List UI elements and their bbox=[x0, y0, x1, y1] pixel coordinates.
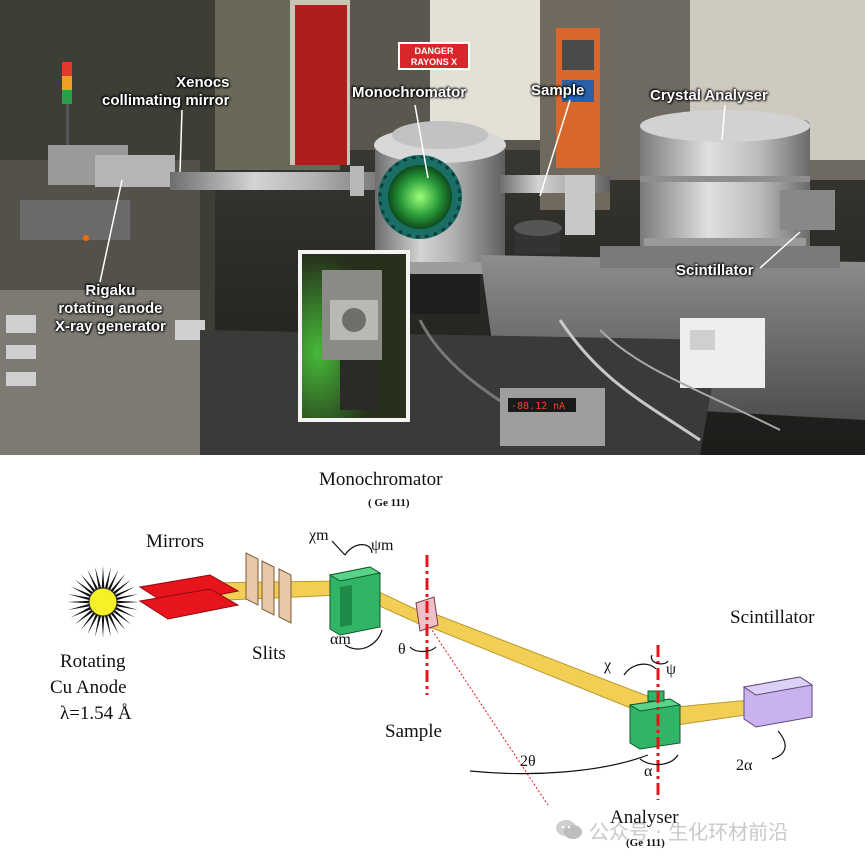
label-wavelength: λ=1.54 Å bbox=[60, 703, 132, 724]
source-ray bbox=[107, 569, 119, 590]
leader-line bbox=[99, 179, 123, 283]
slit-1 bbox=[245, 552, 259, 606]
label-mirrors: Mirrors bbox=[146, 531, 205, 552]
source-ray bbox=[116, 600, 139, 604]
label-sample: Sample bbox=[385, 721, 442, 742]
source-ray bbox=[80, 612, 96, 631]
label-analyser: Analyser bbox=[610, 807, 679, 828]
source-ray bbox=[115, 606, 136, 618]
source-ray bbox=[116, 603, 139, 610]
slit-3 bbox=[278, 568, 292, 624]
schematic-drawing bbox=[67, 540, 814, 806]
rotation-arrow-psi bbox=[650, 654, 669, 665]
source-ray bbox=[107, 614, 119, 635]
sample-plate bbox=[415, 596, 439, 632]
symbol-chi: χ bbox=[604, 657, 612, 674]
label-cu-anode: Cu Anode bbox=[50, 677, 127, 698]
rotation-arrow-chi-m bbox=[331, 540, 346, 556]
source-ray bbox=[95, 566, 102, 589]
source-ray bbox=[80, 573, 96, 592]
label-rotating: Rotating bbox=[60, 651, 126, 672]
scintillator-detector bbox=[742, 676, 814, 728]
label-monochromator-photo: Monochromator bbox=[352, 84, 467, 101]
source-ray bbox=[67, 600, 90, 604]
schematic-diagram: Monochromator ( Ge 111) Mirrors Slits Ro… bbox=[0, 455, 865, 863]
source-ray bbox=[70, 586, 91, 598]
symbol-alpha-m: αm bbox=[330, 631, 351, 648]
source-ray bbox=[104, 566, 111, 589]
symbol-psi-m: ψm bbox=[371, 537, 394, 554]
rotation-arrow-alpha-m bbox=[344, 629, 383, 650]
source-ray bbox=[115, 586, 136, 598]
source-ray bbox=[113, 609, 132, 625]
label-scintillator-photo: Scintillator bbox=[676, 262, 754, 279]
wechat-icon bbox=[556, 820, 582, 839]
incident-extension bbox=[429, 626, 549, 806]
rotation-arrow-psi-m bbox=[344, 544, 373, 556]
watermark: 公众号 · 生化环材前沿 bbox=[555, 815, 788, 845]
label-sample-photo: Sample bbox=[531, 82, 585, 99]
source-ray bbox=[87, 569, 99, 590]
symbol-chi-m: χm bbox=[309, 527, 329, 544]
leader-line bbox=[539, 99, 571, 197]
label-slits: Slits bbox=[252, 643, 286, 664]
rotation-arrow-theta bbox=[409, 646, 437, 653]
symbol-2alpha: 2α bbox=[736, 757, 753, 774]
beam-sample-to-analyser bbox=[429, 612, 651, 716]
label-rigaku-generator: Rigaku rotating anode X-ray generator bbox=[55, 282, 166, 335]
source-ray bbox=[74, 609, 93, 625]
label-monochromator: Monochromator bbox=[319, 469, 443, 490]
source-ray bbox=[110, 573, 126, 592]
instrument-photo-drawing: -88.12 nA bbox=[0, 0, 865, 455]
source-ray bbox=[67, 594, 90, 601]
rotation-arrow-alpha bbox=[639, 754, 679, 766]
leader-line bbox=[759, 231, 801, 269]
source-core bbox=[88, 587, 118, 617]
source-ray bbox=[110, 612, 126, 631]
source-ray bbox=[101, 615, 105, 638]
meter-display: -88.12 nA bbox=[511, 401, 565, 412]
rotation-arrow-2alpha bbox=[771, 730, 786, 760]
instrument-photo: -88.12 nA DANGER RAYONS X Xenocs collima… bbox=[0, 0, 865, 455]
watermark-text: 公众号 · 生化环材前沿 bbox=[589, 819, 789, 844]
label-monochromator-crystal: ( Ge 111) bbox=[368, 497, 410, 509]
source-ray bbox=[70, 606, 91, 618]
leader-line bbox=[179, 109, 183, 173]
source-ray bbox=[95, 615, 102, 638]
analyser-crystal bbox=[628, 690, 682, 750]
source-ray bbox=[101, 566, 105, 589]
leader-line bbox=[721, 104, 726, 141]
source-ray bbox=[87, 614, 99, 635]
symbol-alpha: α bbox=[644, 763, 653, 780]
symbol-psi: ψ bbox=[666, 661, 677, 678]
xray-source-icon bbox=[67, 566, 139, 638]
source-ray bbox=[113, 579, 132, 595]
leader-line bbox=[414, 104, 429, 179]
source-ray bbox=[104, 615, 111, 638]
source-ray bbox=[67, 603, 90, 610]
rotation-arrow-2theta bbox=[469, 754, 649, 775]
slit-2 bbox=[261, 560, 275, 616]
rotation-arrow-chi bbox=[623, 663, 657, 676]
symbol-2theta: 2θ bbox=[520, 753, 536, 770]
label-analyser-crystal: (Ge 111) bbox=[626, 837, 665, 849]
source-ray bbox=[74, 579, 93, 595]
mirror-lower bbox=[138, 588, 240, 620]
source-ray bbox=[116, 594, 139, 601]
danger-sign: DANGER RAYONS X bbox=[398, 42, 470, 70]
symbol-theta: θ bbox=[398, 641, 406, 658]
monochromator-crystal bbox=[328, 566, 382, 636]
label-scintillator: Scintillator bbox=[730, 607, 815, 628]
label-xenocs-mirror: Xenocs collimating mirror bbox=[102, 74, 230, 109]
label-crystal-analyser-photo: Crystal Analyser bbox=[650, 87, 768, 104]
